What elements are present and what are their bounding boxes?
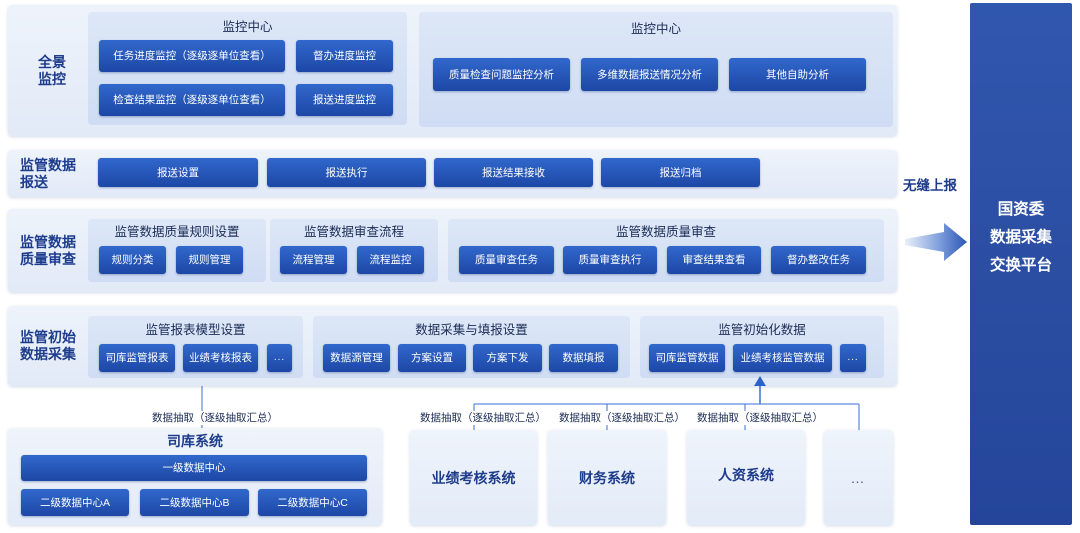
quality-review-title: 监管数据质量审查 bbox=[615, 225, 716, 239]
quality-rule-title: 监管数据质量规则设置 bbox=[114, 225, 240, 239]
treasury-system-title: 司库系统 bbox=[167, 433, 223, 449]
plan-settings-module: 方案设置 bbox=[398, 344, 466, 372]
sasac-exchange-platform-title: 国资委 数据采集 交换平台 bbox=[989, 201, 1052, 274]
flow-monitor-module: 流程监控 bbox=[357, 246, 424, 274]
performance-report-module: 业绩考核报表 bbox=[183, 344, 258, 372]
treasury-extract-label: 数据抽取（逐级抽取汇总） bbox=[150, 411, 280, 425]
seamless-upload-arrow bbox=[905, 223, 967, 261]
report-model-title: 监管报表模型设置 bbox=[145, 323, 246, 337]
rectification-task-module: 督办整改任务 bbox=[771, 246, 866, 274]
rule-category-module: 规则分类 bbox=[99, 246, 166, 274]
review-task-module: 质量审查任务 bbox=[459, 246, 554, 274]
treasury-supervision-data-module: 司库监管数据 bbox=[649, 344, 725, 372]
performance-extract-label: 数据抽取（逐级抽取汇总） bbox=[418, 411, 548, 425]
supervision-progress-monitor-module: 督办进度监控 bbox=[296, 40, 393, 72]
extract-up-arrowhead bbox=[754, 376, 766, 386]
review-result-view-module: 审查结果查看 bbox=[667, 246, 761, 274]
performance-supervision-data-module: 业绩考核监管数据 bbox=[733, 344, 832, 372]
seamless-upload-label: 无缝上报 bbox=[903, 178, 957, 193]
monitor-center-right-title: 监控中心 bbox=[630, 22, 681, 36]
hr-system-box: 人资系统 bbox=[687, 430, 805, 525]
report-settings-module: 报送设置 bbox=[98, 158, 258, 187]
quality-issue-analysis-module: 质量检查问题监控分析 bbox=[433, 58, 570, 91]
task-progress-monitor-module: 任务进度监控（逐级逐单位查看） bbox=[99, 40, 285, 72]
data-fill-module: 数据填报 bbox=[549, 344, 618, 372]
data-source-management-module: 数据源管理 bbox=[323, 344, 390, 372]
performance-system-box: 业绩考核系统 bbox=[410, 430, 537, 525]
report-model-more-module: ... bbox=[267, 344, 292, 372]
level2-data-center-c: 二级数据中心C bbox=[258, 489, 367, 516]
collection-setting-title: 数据采集与填报设置 bbox=[415, 323, 528, 337]
sasac-exchange-platform: 国资委 数据采集 交换平台 bbox=[970, 3, 1072, 525]
initial-data-more-module: ... bbox=[840, 344, 866, 372]
level1-data-center: 一级数据中心 bbox=[21, 455, 367, 481]
flow-management-module: 流程管理 bbox=[280, 246, 347, 274]
hr-extract-label: 数据抽取（逐级抽取汇总） bbox=[695, 411, 825, 425]
initial-collection-label: 监管初始 数据采集 bbox=[20, 329, 76, 362]
monitor-center-left-title: 监控中心 bbox=[222, 20, 273, 34]
panorama-monitor-label: 全景 监控 bbox=[38, 53, 66, 87]
review-execution-module: 质量审查执行 bbox=[563, 246, 657, 274]
report-execution-module: 报送执行 bbox=[267, 158, 426, 187]
level2-data-center-a: 二级数据中心A bbox=[21, 489, 129, 516]
more-systems-box: … bbox=[824, 430, 893, 525]
level2-data-center-b: 二级数据中心B bbox=[140, 489, 249, 516]
review-flow-title: 监管数据审查流程 bbox=[303, 225, 404, 239]
report-progress-monitor-module: 报送进度监控 bbox=[296, 84, 393, 116]
report-archive-module: 报送归档 bbox=[601, 158, 760, 187]
inspection-result-monitor-module: 检查结果监控（逐级逐单位查看） bbox=[99, 84, 285, 116]
data-reporting-label: 监管数据 报送 bbox=[20, 156, 76, 190]
quality-review-label: 监管数据 质量审查 bbox=[20, 233, 76, 267]
plan-dispatch-module: 方案下发 bbox=[473, 344, 542, 372]
finance-system-box: 财务系统 bbox=[548, 430, 666, 525]
rule-management-module: 规则管理 bbox=[176, 246, 243, 274]
self-service-analysis-module: 其他自助分析 bbox=[729, 58, 866, 91]
initial-data-title: 监管初始化数据 bbox=[718, 323, 806, 337]
treasury-report-module: 司库监管报表 bbox=[99, 344, 175, 372]
multidim-report-analysis-module: 多维数据报送情况分析 bbox=[581, 58, 718, 91]
report-result-receive-module: 报送结果接收 bbox=[434, 158, 593, 187]
finance-extract-label: 数据抽取（逐级抽取汇总） bbox=[557, 411, 687, 425]
